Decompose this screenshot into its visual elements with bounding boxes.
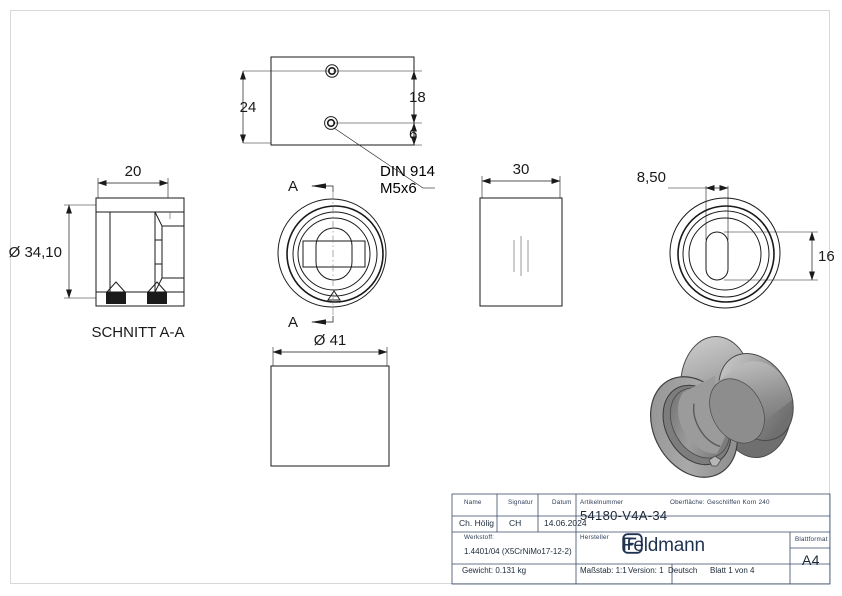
- dim-diameter-41-text: Ø 41: [314, 332, 347, 349]
- dim-18: 18: [333, 70, 426, 124]
- sheet-border: [10, 10, 830, 584]
- title-block-lines: [451, 493, 831, 585]
- dim-slot-width-text: 8,50: [637, 169, 666, 186]
- callout-line-2: M5x6: [380, 180, 417, 197]
- set-screw-right: [146, 281, 168, 304]
- tb-value-date: 14.06.2024: [544, 518, 587, 528]
- top-view-geometry: [270, 56, 415, 146]
- tb-header-name: Name: [464, 499, 482, 506]
- tb-value-signature: CH: [509, 518, 522, 528]
- section-mark-top: A: [288, 178, 298, 195]
- bottom-view-geometry: [270, 365, 390, 467]
- dim-6-text: 6: [409, 126, 417, 143]
- right-view-geometry: [669, 197, 781, 309]
- dim-6: 6: [333, 122, 422, 146]
- tb-header-manufacturer: Hersteller: [580, 534, 609, 541]
- front-view-geometry: [277, 198, 387, 308]
- title-block: Name Signatur Datum Artikelnummer Oberfl…: [452, 494, 830, 584]
- dim-30: 30: [481, 161, 561, 198]
- dim-diameter-34-text: Ø 34,10: [9, 244, 62, 261]
- set-screw-left: [105, 281, 127, 304]
- dim-diameter-34: Ø 34,10: [9, 204, 96, 299]
- dim-24-text: 24: [240, 99, 257, 116]
- dim-30-text: 30: [513, 161, 530, 178]
- tb-value-name: Ch. Hölig: [459, 518, 494, 528]
- tb-value-version: Version: 1: [628, 566, 664, 575]
- side-view-geometry: [479, 197, 563, 307]
- tb-value-material: 1.4401/04 (X5CrNiMo17-12-2): [464, 547, 572, 556]
- dim-slot-width: 8,50: [637, 169, 729, 240]
- feldmann-wordmark: Feldmann: [622, 535, 705, 556]
- tb-value-article: 54180-V4A-34: [580, 508, 668, 523]
- section-view-geometry: [95, 197, 185, 307]
- feldmann-logo: Feldmann: [622, 533, 734, 559]
- section-line-a-a: A A: [288, 178, 334, 331]
- callout-line-1: DIN 914: [380, 163, 436, 180]
- dim-diameter-41: Ø 41: [272, 332, 388, 366]
- tb-header-article: Artikelnummer: [580, 499, 624, 506]
- tb-value-scale: Maßstab: 1:1: [580, 566, 627, 575]
- tb-value-sheetformat: A4: [802, 552, 820, 568]
- tb-header-date: Datum: [552, 499, 572, 506]
- tb-header-surface: Oberfläche:: [670, 499, 705, 506]
- tb-value-sheet: Blatt 1 von 4: [710, 566, 755, 575]
- tb-value-weight: Gewicht: 0.131 kg: [462, 566, 527, 575]
- feldmann-mark-icon: [622, 533, 643, 554]
- dim-18-text: 18: [409, 89, 426, 106]
- tb-header-sheetformat: Blattformat: [795, 536, 828, 543]
- isometric-render: [649, 335, 794, 478]
- dim-20: 20: [97, 163, 169, 198]
- dim-24: 24: [240, 70, 330, 144]
- tb-value-surface: Geschliffen Korn 240: [707, 499, 770, 506]
- tb-header-material: Werkstoff:: [464, 534, 495, 541]
- callout-leader: [333, 127, 435, 189]
- tb-header-signature: Signatur: [508, 499, 534, 506]
- section-label: SCHNITT A-A: [91, 324, 184, 341]
- dim-slot-height: 16: [724, 231, 835, 281]
- callout-din914: DIN 914 M5x6: [380, 163, 500, 197]
- dim-20-text: 20: [125, 163, 142, 180]
- tb-value-language: Deutsch: [668, 566, 698, 575]
- dim-slot-height-text: 16: [818, 248, 835, 265]
- section-mark-bottom: A: [288, 314, 298, 331]
